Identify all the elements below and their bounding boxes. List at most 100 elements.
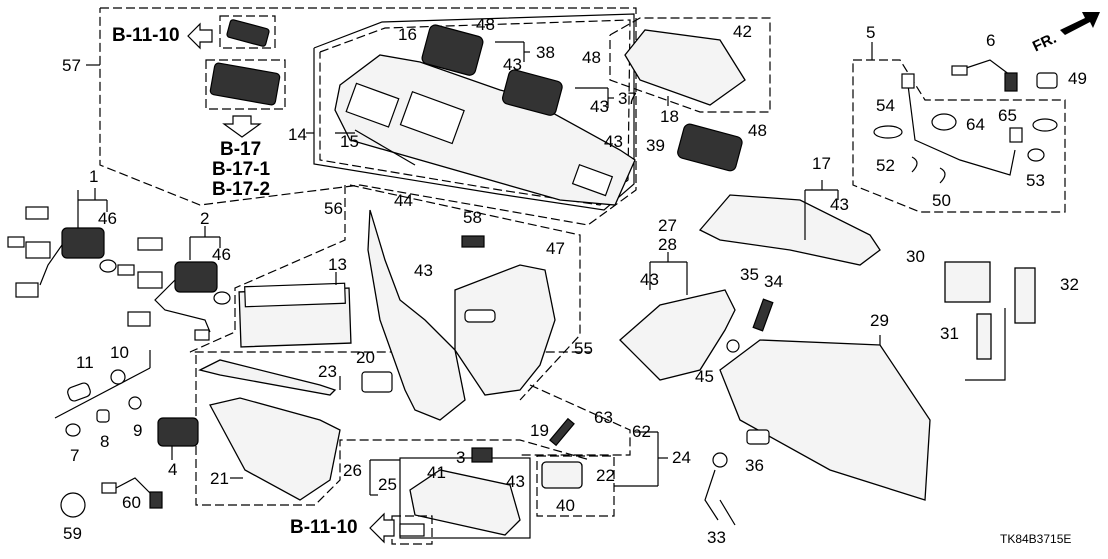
ref-box-switch: [219, 15, 276, 49]
vent-39: [677, 123, 743, 172]
glovebox-29: [719, 339, 931, 501]
lock-cylinder-33: [712, 452, 728, 468]
callout-43b: 43: [590, 97, 609, 116]
callout-7: 7: [70, 446, 80, 465]
front-direction-arrow: [1060, 12, 1100, 35]
callout-33: 33: [707, 528, 726, 547]
callout-30: 30: [906, 247, 925, 266]
drawing-code: TK84B3715E: [1000, 532, 1072, 546]
callout-9: 9: [133, 421, 143, 440]
switch-panel-part: [226, 19, 270, 47]
arrow-left-icon: [187, 22, 213, 50]
part-20: [361, 371, 393, 393]
callout-16: 16: [398, 25, 417, 44]
callout-24: 24: [672, 448, 691, 467]
callout-49: 49: [1068, 69, 1087, 88]
console-box-30: [944, 261, 991, 303]
clip-54: [873, 125, 903, 139]
callout-56: 56: [324, 199, 343, 218]
upper-panel-17: [698, 194, 881, 266]
callout-53: 53: [1026, 171, 1045, 190]
side-panel-27-28: [619, 289, 736, 381]
callout-34: 34: [764, 272, 783, 291]
callout-23: 23: [318, 362, 337, 381]
clip-53: [1027, 148, 1045, 162]
callout-38: 38: [536, 43, 555, 62]
ref-label-bottom: B-11-10: [290, 517, 358, 538]
socket-11: [67, 382, 91, 402]
arrow-down-icon: [222, 115, 262, 138]
clip-50: [939, 167, 946, 184]
ring-10: [110, 369, 126, 385]
dashboard-trim-panel: [334, 54, 636, 206]
callout-1: 1: [89, 167, 99, 186]
callout-60: 60: [122, 493, 141, 512]
switch-3: [471, 447, 493, 463]
pocket-21: [209, 397, 341, 501]
callout-46b: 46: [212, 245, 231, 264]
clip-46b: [213, 291, 231, 305]
clip-64: [931, 113, 957, 131]
panel-32: [1014, 267, 1036, 324]
callout-48a: 48: [476, 15, 495, 34]
key-33: [704, 469, 736, 526]
callout-37: 37: [618, 89, 637, 108]
callout-50: 50: [932, 191, 951, 210]
meter-visor: [624, 29, 746, 106]
bulb-7: [65, 423, 81, 437]
holder-19: [549, 417, 575, 447]
callout-42: 42: [733, 22, 752, 41]
callout-11: 11: [76, 353, 94, 372]
panel-31: [976, 313, 992, 360]
callout-48b: 48: [582, 48, 601, 67]
callout-44: 44: [394, 191, 413, 210]
latch-36: [746, 429, 770, 445]
group-57-border: [99, 7, 637, 226]
callout-28: 28: [658, 235, 677, 254]
harness-60: [101, 482, 117, 494]
accessory-socket-22: [541, 461, 583, 489]
cushion-45: [726, 339, 740, 353]
callout-5: 5: [866, 23, 876, 42]
ref-label-top-left: B-11-10: [112, 25, 180, 46]
callout-20: 20: [356, 348, 375, 367]
clip-65: [1032, 118, 1058, 132]
callout-45: 45: [695, 367, 714, 386]
callout-43f: 43: [640, 270, 659, 289]
callout-41: 41: [427, 463, 446, 482]
callout-13: 13: [328, 255, 347, 274]
switch-4: [157, 417, 199, 447]
tray-25: [409, 469, 521, 536]
callout-29: 29: [870, 311, 889, 330]
callout-6: 6: [986, 31, 996, 50]
callout-14: 14: [288, 125, 307, 144]
callout-35: 35: [740, 265, 759, 284]
callout-55: 55: [574, 339, 593, 358]
center-panel: [367, 209, 466, 421]
callout-46a: 46: [98, 209, 117, 228]
callout-36: 36: [745, 456, 764, 475]
callout-52: 52: [876, 156, 895, 175]
vent-38: [421, 24, 484, 76]
callout-19: 19: [530, 421, 549, 440]
callout-48c: 48: [748, 121, 767, 140]
callout-4: 4: [168, 460, 178, 479]
callout-10: 10: [110, 343, 129, 362]
callout-3: 3: [456, 448, 466, 467]
callout-22: 22: [596, 466, 615, 485]
garnish-23: [198, 359, 337, 396]
ref-label-b17: B-17: [220, 139, 262, 160]
callout-43d: 43: [414, 261, 433, 280]
callout-58: 58: [463, 208, 482, 227]
switch-49: [1036, 72, 1058, 89]
connector-5: [901, 73, 915, 89]
callout-27: 27: [658, 216, 677, 235]
callout-54: 54: [876, 96, 895, 115]
clip-46a: [99, 259, 117, 273]
callout-31: 31: [940, 324, 959, 343]
part-58: [461, 235, 485, 248]
callout-47: 47: [546, 239, 565, 258]
clip-52: [911, 156, 918, 173]
